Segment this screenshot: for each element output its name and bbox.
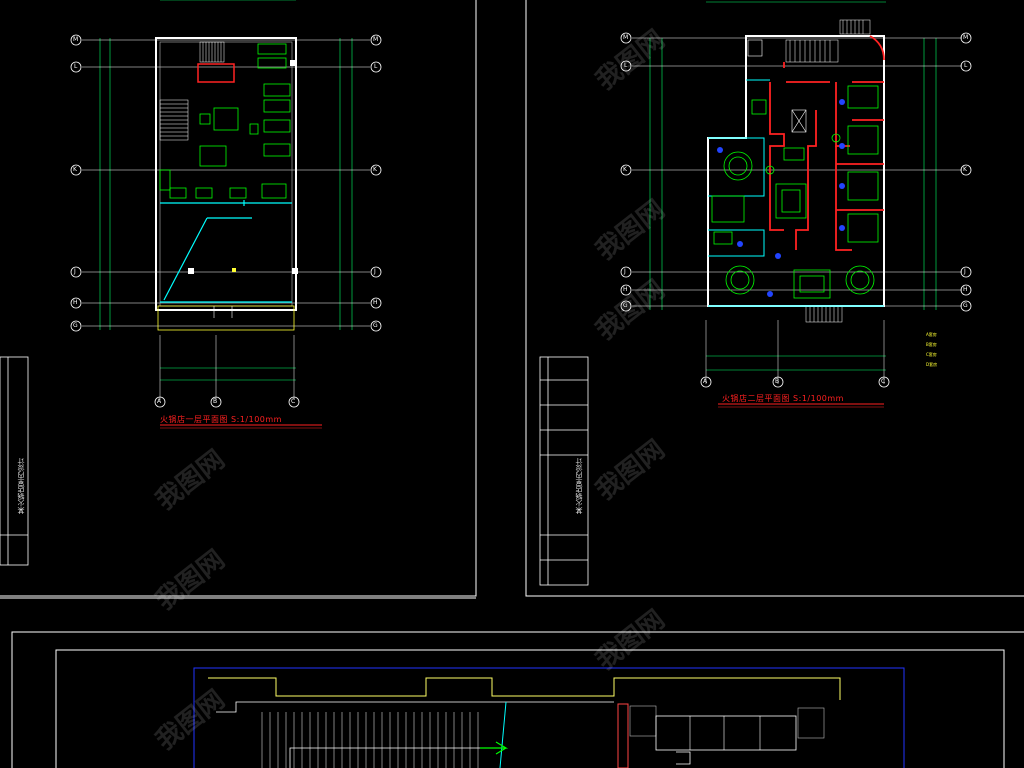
left-axis-bubbles	[70, 34, 382, 408]
axis-label: H	[623, 286, 628, 293]
right-axis-bubbles	[620, 32, 972, 388]
axis-label: G	[73, 322, 78, 329]
axis-label: K	[373, 166, 377, 173]
legend-item: D套房	[926, 362, 938, 367]
axis-label: G	[963, 302, 968, 309]
right-title-block	[539, 356, 589, 586]
axis-label: M	[73, 36, 79, 43]
axis-label: L	[374, 63, 378, 70]
axis-label: J	[964, 268, 966, 275]
axis-label: H	[373, 299, 378, 306]
right-plan-title: 火锅店二层平面图 S:1/100mm	[722, 394, 844, 403]
axis-label: B	[775, 378, 780, 385]
left-floor-plan	[82, 0, 370, 429]
axis-label: J	[74, 268, 76, 275]
axis-label: L	[964, 62, 968, 69]
left-title-block-text: 某火锅店室内设计	[17, 458, 25, 514]
axis-label: A	[157, 398, 162, 405]
right-floor-plan	[632, 1, 962, 408]
axis-label: B	[213, 398, 218, 405]
axis-label: J	[624, 268, 626, 275]
axis-label: M	[623, 34, 629, 41]
legend-item: B套房	[926, 342, 937, 347]
axis-label: C	[291, 398, 296, 405]
axis-label: K	[73, 166, 77, 173]
axis-label: C	[881, 378, 886, 385]
axis-label: G	[623, 302, 628, 309]
axis-label: M	[373, 36, 379, 43]
axis-label: K	[963, 166, 967, 173]
axis-label: J	[374, 268, 376, 275]
axis-label: M	[963, 34, 969, 41]
left-title-block	[0, 356, 29, 566]
axis-label: G	[373, 322, 378, 329]
legend-item: A套房	[926, 332, 937, 337]
right-title-block-text: 某火锅店室内设计	[575, 458, 583, 514]
axis-label: L	[624, 62, 628, 69]
axis-label: L	[74, 63, 78, 70]
left-plan-title: 火锅店一层平面图 S:1/100mm	[160, 415, 282, 424]
axis-label: K	[623, 166, 627, 173]
axis-label: H	[73, 299, 78, 306]
bottom-floor-plan	[193, 667, 905, 768]
axis-label: H	[963, 286, 968, 293]
axis-label: A	[703, 378, 708, 385]
legend-item: C套房	[926, 352, 937, 357]
